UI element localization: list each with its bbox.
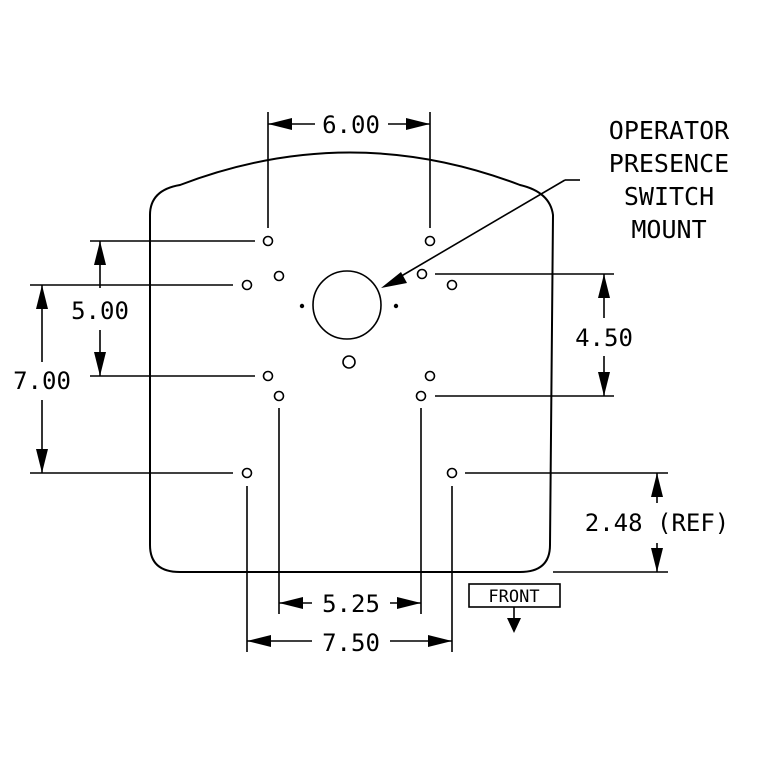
hole-upper-left-inner: [273, 270, 285, 282]
center-dot-left: [299, 303, 305, 309]
hole-lower-left-inner: [273, 390, 285, 402]
center-dot-right: [393, 303, 399, 309]
dim-top-width-label: 6.00: [322, 111, 380, 139]
hole-mid-left: [262, 370, 274, 382]
dim-left-outer: 7.00: [13, 284, 233, 474]
dim-left-inner: 5.00: [71, 240, 255, 377]
switch-mount-hole: [312, 270, 382, 340]
callout-switch-mount: OPERATOR PRESENCE SWITCH MOUNT: [381, 116, 730, 288]
hole-upper-left-outer: [241, 279, 253, 291]
dim-bottom-outer-label: 7.50: [322, 629, 380, 657]
front-indicator: FRONT: [468, 583, 561, 633]
dim-left-inner-label: 5.00: [71, 297, 129, 325]
hole-bottom-left: [241, 467, 253, 479]
dim-bottom-outer: 7.50: [246, 486, 453, 657]
hole-lower-right-inner: [415, 390, 427, 402]
dim-left-outer-label: 7.00: [13, 367, 71, 395]
hole-top-right: [424, 235, 436, 247]
hole-bottom-right: [446, 467, 458, 479]
callout-line-3: SWITCH: [624, 182, 714, 211]
dim-right-inner: 4.50: [435, 273, 633, 397]
callout-line-1: OPERATOR: [609, 116, 730, 145]
dim-right-ref-label: 2.48 (REF): [585, 509, 730, 537]
front-label: FRONT: [488, 587, 539, 607]
hole-upper-right-outer: [446, 279, 458, 291]
plate-outline: [149, 151, 555, 573]
hole-top-left: [262, 235, 274, 247]
front-arrow-icon: [507, 618, 521, 633]
callout-line-2: PRESENCE: [609, 149, 729, 178]
callout-line-4: MOUNT: [631, 215, 706, 244]
dim-bottom-inner: 5.25: [278, 408, 422, 618]
dim-top-width: 6.00: [267, 111, 431, 228]
dim-right-inner-label: 4.50: [575, 324, 633, 352]
dim-bottom-inner-label: 5.25: [322, 590, 380, 618]
dim-right-ref: 2.48 (REF): [465, 472, 730, 573]
hole-upper-right-inner: [416, 268, 428, 280]
small-hole-bottom-center: [342, 355, 356, 369]
hole-mid-right: [424, 370, 436, 382]
